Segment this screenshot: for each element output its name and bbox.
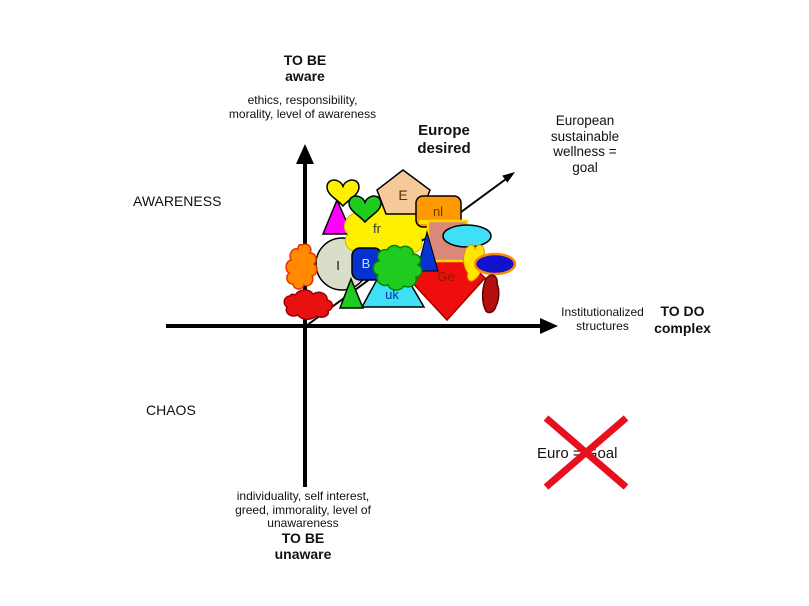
netherlands-label: nl [432, 204, 444, 219]
vertical-axis-bottom-description: individuality, self interest, greed, imm… [235, 489, 371, 530]
orange-flame-blob-icon [285, 243, 318, 290]
italy-label: I [336, 258, 340, 273]
germany-label: Ge [437, 269, 455, 284]
cyan-ellipse [442, 224, 492, 248]
uk-label: uk [385, 287, 399, 302]
vertical-axis-top-title: TO BE aware [283, 52, 327, 84]
vertical-axis-bottom-title: TO BE unaware [274, 530, 332, 562]
horizontal-axis-description: Institutionalized structures [561, 305, 644, 333]
rejection-x-stroke-2 [543, 415, 629, 490]
dark-red-blob-icon [481, 274, 500, 314]
european-goal-label: European sustainable wellness = goal [550, 113, 620, 175]
goal-arrow-head-icon [502, 172, 515, 183]
dark-blue-ellipse-icon [473, 252, 517, 276]
europe-desired-label: Europe desired [417, 122, 471, 157]
blue-triangle-icon [416, 230, 439, 272]
chaos-quadrant-label: CHAOS [146, 402, 196, 418]
red-cloud-blob-icon [283, 289, 334, 320]
horizontal-axis-arrowhead-icon [540, 318, 558, 334]
green-triangle-icon [338, 276, 365, 309]
horizontal-axis-title: TO DO complex [654, 303, 711, 336]
spain-label: E [398, 187, 408, 203]
awareness-quadrant-label: AWARENESS [133, 193, 222, 209]
yellow-heart-icon [326, 179, 360, 208]
france-label: fr [373, 221, 381, 236]
green-heart-icon [348, 195, 382, 224]
vertical-axis-arrowhead-icon [296, 144, 314, 164]
green-cloud-icon [372, 244, 423, 291]
belgium-label: B [361, 256, 371, 271]
vertical-axis-top-description: ethics, responsibility, morality, level … [228, 93, 377, 121]
